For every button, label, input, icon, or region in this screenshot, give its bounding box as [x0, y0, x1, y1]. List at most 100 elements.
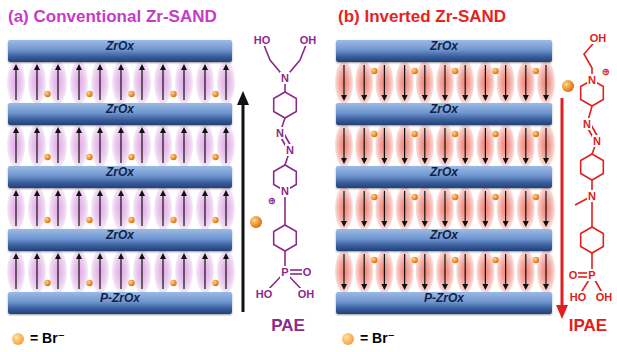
dipole-glow	[133, 250, 151, 293]
dipole-arrow	[225, 67, 226, 100]
bromide-ion	[170, 217, 176, 223]
atom-label: N	[592, 135, 602, 147]
dipole-glow	[49, 61, 67, 104]
dipole-arrow	[545, 65, 546, 98]
atom-label: HO	[255, 288, 274, 300]
dipole-glow	[175, 124, 193, 167]
bromide-ion	[86, 154, 92, 160]
dipole-glow	[375, 187, 393, 230]
dipole-arrow	[57, 193, 58, 226]
oxide-layer: P-ZrOx	[336, 292, 552, 314]
dipole-glow	[355, 250, 373, 293]
atom-label: P	[587, 269, 596, 281]
dipole-arrow	[183, 256, 184, 289]
dipole-glow	[91, 61, 109, 104]
layer-label: P-ZrOx	[100, 292, 140, 305]
molecule-name: IPAE	[569, 317, 607, 336]
dipole-arrow	[15, 256, 16, 289]
dipole-glow	[335, 124, 353, 167]
oxide-layer: ZrOx	[8, 166, 232, 188]
oxide-layer: ZrOx	[8, 40, 232, 62]
dipole-glow	[497, 187, 515, 230]
bromide-ion	[128, 280, 134, 286]
atom-label: OH	[595, 291, 614, 303]
bromide-ion	[170, 154, 176, 160]
dipole-arrow	[36, 67, 37, 100]
dipole-arrow	[444, 65, 445, 98]
dipole-glow	[133, 187, 151, 230]
dipole-glow	[91, 124, 109, 167]
dipole-arrow	[424, 65, 425, 98]
atom-label: HO	[253, 34, 272, 46]
dipole-arrow	[505, 65, 506, 98]
dipole-glow	[7, 250, 25, 293]
oxide-layer: ZrOx	[336, 103, 552, 125]
bromide-ion	[86, 280, 92, 286]
dipole-glow	[476, 61, 494, 104]
dipole-glow	[396, 61, 414, 104]
dipole-glow	[217, 250, 235, 293]
dipole-glow	[196, 250, 214, 293]
dipole-arrow	[444, 254, 445, 287]
dipole-arrow	[424, 128, 425, 161]
dipole-glow	[196, 187, 214, 230]
dipole-arrow	[204, 256, 205, 289]
dipole-arrow	[36, 193, 37, 226]
bromide-ion	[86, 217, 92, 223]
dipole-arrow	[120, 130, 121, 163]
dipole-arrow	[364, 191, 365, 224]
dipole-arrow	[15, 130, 16, 163]
dipole-glow	[217, 187, 235, 230]
dipole-glow	[416, 61, 434, 104]
atom-label: OH	[299, 34, 318, 46]
atom-label: N	[275, 127, 285, 139]
dipole-arrow	[36, 256, 37, 289]
dipole-arrow	[404, 254, 405, 287]
dipole-arrow	[505, 191, 506, 224]
dipole-arrow	[364, 254, 365, 287]
layer-label: ZrOx	[430, 40, 458, 53]
layer-label: P-ZrOx	[424, 292, 464, 305]
dipole-glow	[436, 250, 454, 293]
dipole-arrow	[364, 128, 365, 161]
dipole-glow	[175, 61, 193, 104]
dipole-glow	[49, 124, 67, 167]
drawing-part	[581, 227, 604, 253]
dipole-glow	[28, 124, 46, 167]
dipole-glow	[456, 61, 474, 104]
dipole-glow	[7, 187, 25, 230]
legend-swatch	[12, 333, 24, 345]
dipole-arrow	[384, 191, 385, 224]
panel-title: (b) Inverted Zr-SAND	[338, 8, 506, 27]
dipole-arrow	[183, 67, 184, 100]
bromide-ion	[250, 216, 262, 228]
dipole-arrow	[99, 193, 100, 226]
atom-label: O	[302, 266, 313, 278]
pae-structure	[262, 40, 308, 292]
legend-text: = Br⁻	[360, 330, 395, 346]
molecule-name: PAE	[271, 317, 305, 336]
layer-label: ZrOx	[106, 229, 134, 242]
dipole-arrow	[225, 193, 226, 226]
dipole-glow	[335, 250, 353, 293]
dipole-glow	[154, 187, 172, 230]
oxide-layer: ZrOx	[8, 229, 232, 251]
dipole-arrow	[485, 65, 486, 98]
dipole-glow	[436, 61, 454, 104]
dipole-glow	[497, 124, 515, 167]
dipole-arrow	[15, 67, 16, 100]
dipole-arrow	[424, 191, 425, 224]
dipole-glow	[70, 187, 88, 230]
dipole-glow	[517, 250, 535, 293]
dipole-glow	[355, 124, 373, 167]
legend-swatch	[342, 333, 354, 345]
dipole-arrow	[465, 128, 466, 161]
oxide-layer: ZrOx	[8, 103, 232, 125]
dipole-arrow	[404, 65, 405, 98]
dipole-arrow	[225, 256, 226, 289]
dipole-glow	[217, 61, 235, 104]
dipole-glow	[497, 61, 515, 104]
bromide-ion	[44, 217, 50, 223]
dipole-arrow	[343, 254, 344, 287]
dipole-glow	[112, 124, 130, 167]
